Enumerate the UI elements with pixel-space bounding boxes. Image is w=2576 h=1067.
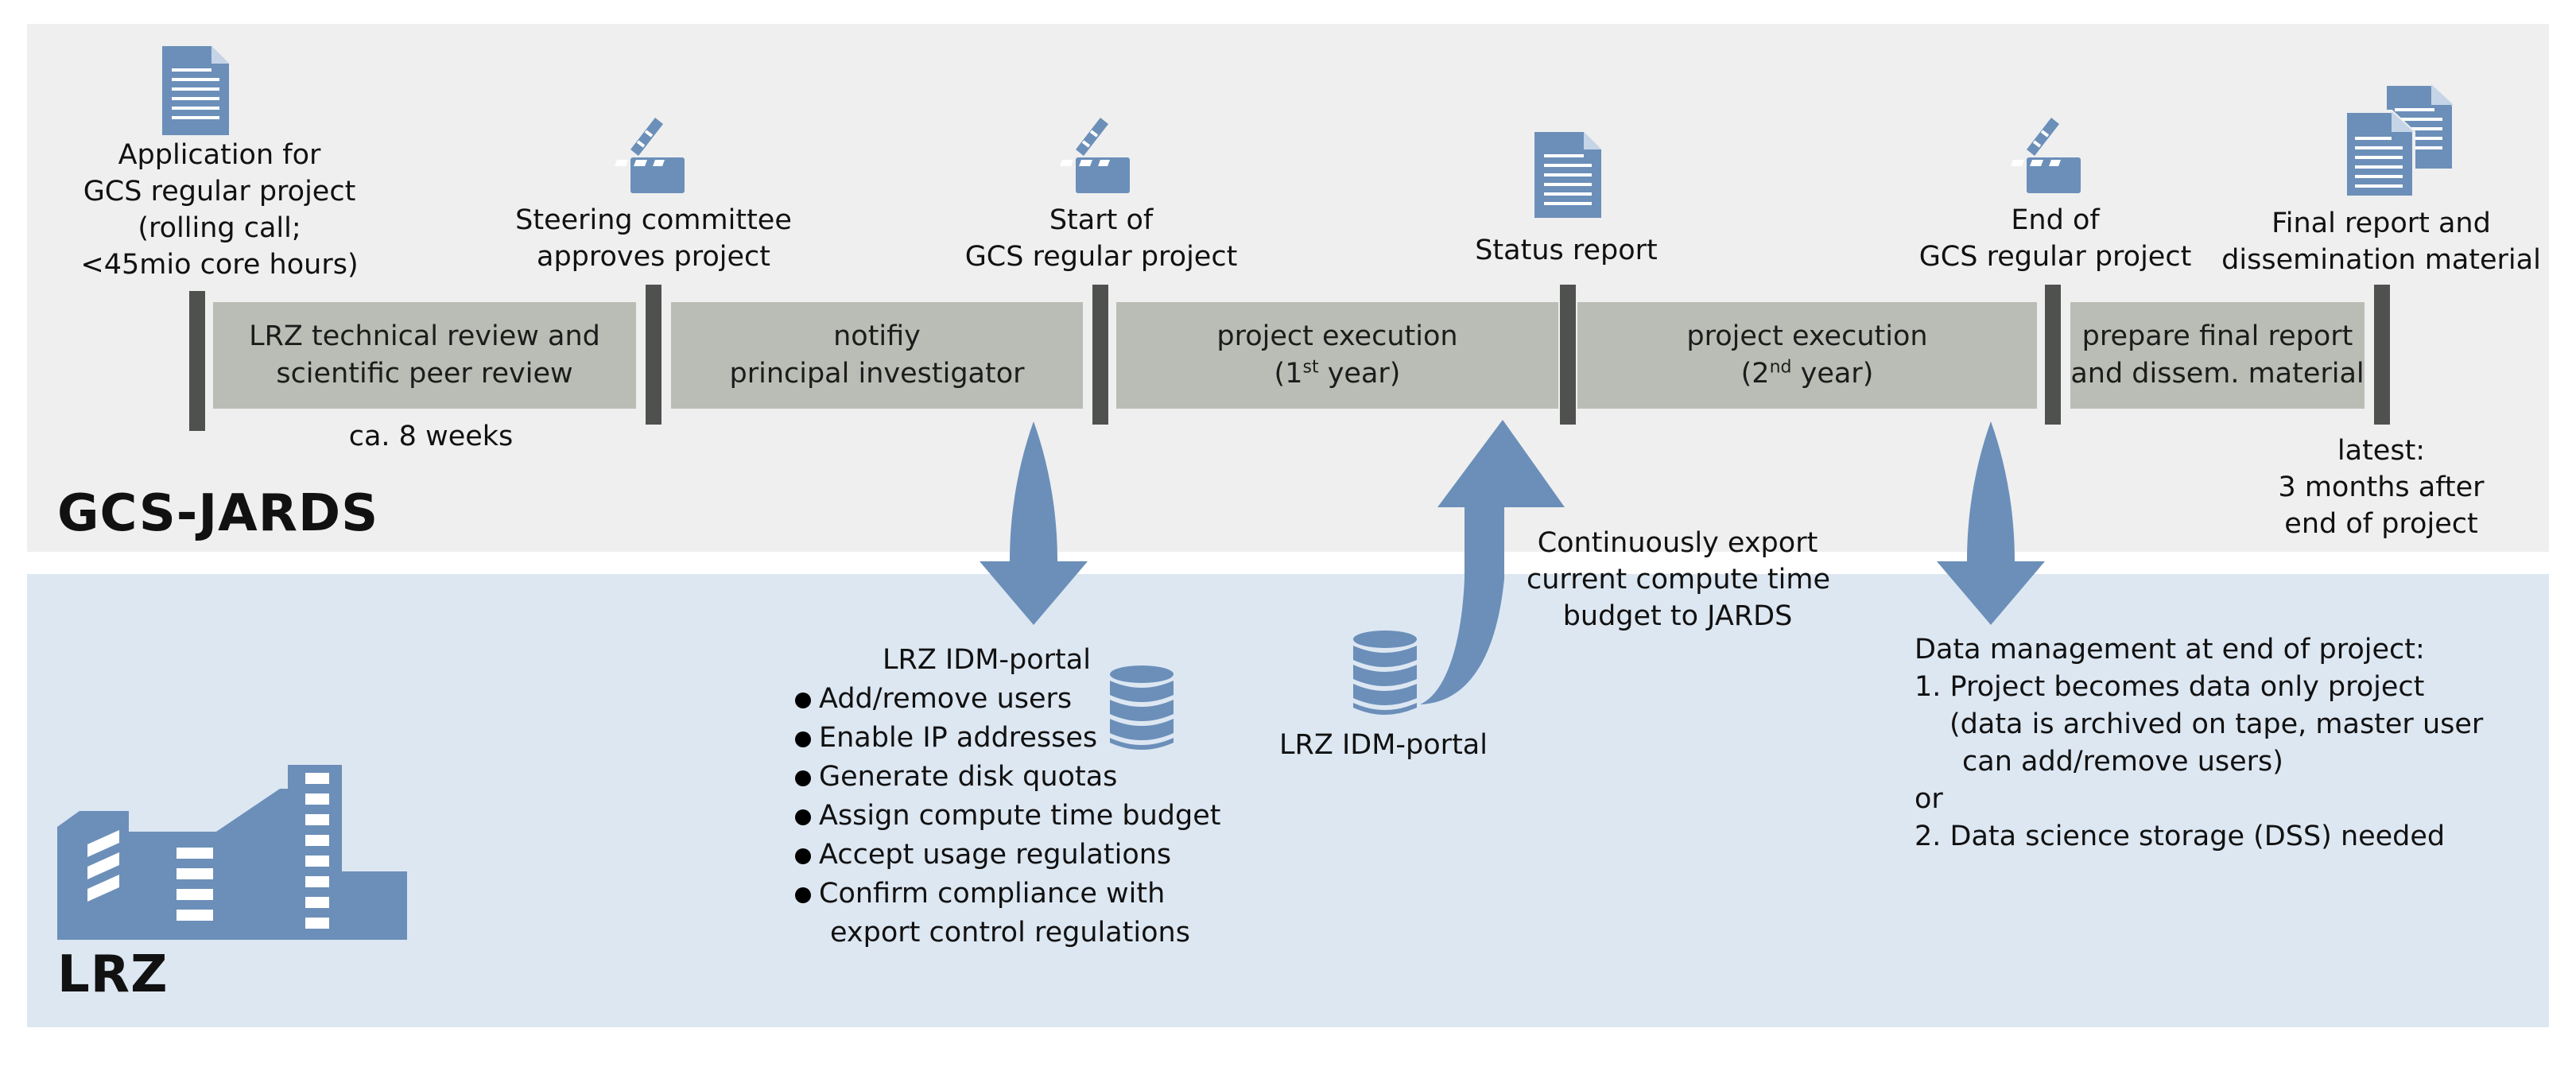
milestone-start: Start of GCS regular project [964, 204, 1238, 273]
list-item: Accept usage regulations [795, 836, 1220, 875]
list-item-continuation: export control regulations [830, 917, 1190, 949]
milestone-final: Final report and dissemination material [2221, 208, 2541, 276]
clapperboard-icon [2011, 118, 2081, 193]
section-title-gcs-jards: GCS-JARDS [57, 484, 379, 543]
gcs-jards-section [27, 24, 2549, 552]
timeline-notify: notifiy principal investigator [671, 302, 1083, 409]
document-icon [1534, 132, 1601, 218]
milestone-marker [2045, 285, 2061, 425]
clapperboard-icon [1060, 118, 1130, 193]
timeline-execution-year-2: project execution (2nd year) [1577, 302, 2037, 409]
timeline-execution-year-1: project execution (1st year) [1116, 302, 1558, 409]
data-management-title: Data management at end of project: [1915, 634, 2425, 665]
list-item-detail: can add/remove users) [1962, 746, 2283, 778]
list-item: Generate disk quotas [795, 758, 1220, 797]
export-note: Continuously export current compute time… [1527, 527, 1830, 632]
milestone-status: Status report [1475, 235, 1658, 266]
idm-portal-title: LRZ IDM-portal [883, 644, 1091, 676]
list-item-detail: (data is archived on tape, master user [1949, 708, 2484, 740]
milestone-marker [2374, 285, 2390, 425]
lrz-section [27, 574, 2549, 1027]
timeline-final-report: prepare final report and dissem. materia… [2070, 302, 2365, 409]
list-item: Enable IP addresses [795, 719, 1220, 758]
arrow-up-curved-icon [1420, 420, 1565, 704]
idm-portal-label: LRZ IDM-portal [1279, 729, 1488, 761]
database-icon [1353, 630, 1417, 715]
building-icon [57, 765, 407, 940]
milestone-application: Application for GCS regular project (rol… [80, 139, 359, 281]
list-item: 2. Data science storage (DSS) needed [1915, 821, 2446, 852]
milestone-marker [1092, 285, 1108, 425]
list-item: 1. Project becomes data only project [1915, 671, 2425, 703]
clapperboard-icon [615, 118, 685, 193]
document-icon [162, 46, 229, 135]
list-item: Assign compute time budget [795, 797, 1220, 836]
milestone-end: End of GCS regular project [1918, 204, 2192, 273]
list-item: Add/remove users [795, 680, 1220, 719]
data-management-list: Data management at end of project: 1. Pr… [1915, 631, 2483, 856]
milestone-marker [189, 291, 205, 431]
review-duration: ca. 8 weeks [348, 421, 514, 452]
milestone-marker [1560, 285, 1576, 425]
final-report-deadline: latest: 3 months after end of project [2278, 435, 2485, 540]
milestone-steering: Steering committee approves project [515, 204, 792, 273]
documents-icon [2344, 83, 2455, 199]
milestone-marker [646, 285, 661, 425]
list-item: Confirm compliance with [795, 875, 1220, 914]
list-separator: or [1915, 783, 1943, 815]
idm-portal-list: LRZ IDM-portal Add/remove users Enable I… [795, 641, 1220, 953]
arrow-down-icon [980, 421, 1088, 625]
arrow-down-icon [1937, 421, 2045, 625]
timeline-review: LRZ technical review and scientific peer… [213, 302, 636, 409]
database-icon [1110, 665, 1174, 750]
section-title-lrz: LRZ [57, 945, 169, 1004]
